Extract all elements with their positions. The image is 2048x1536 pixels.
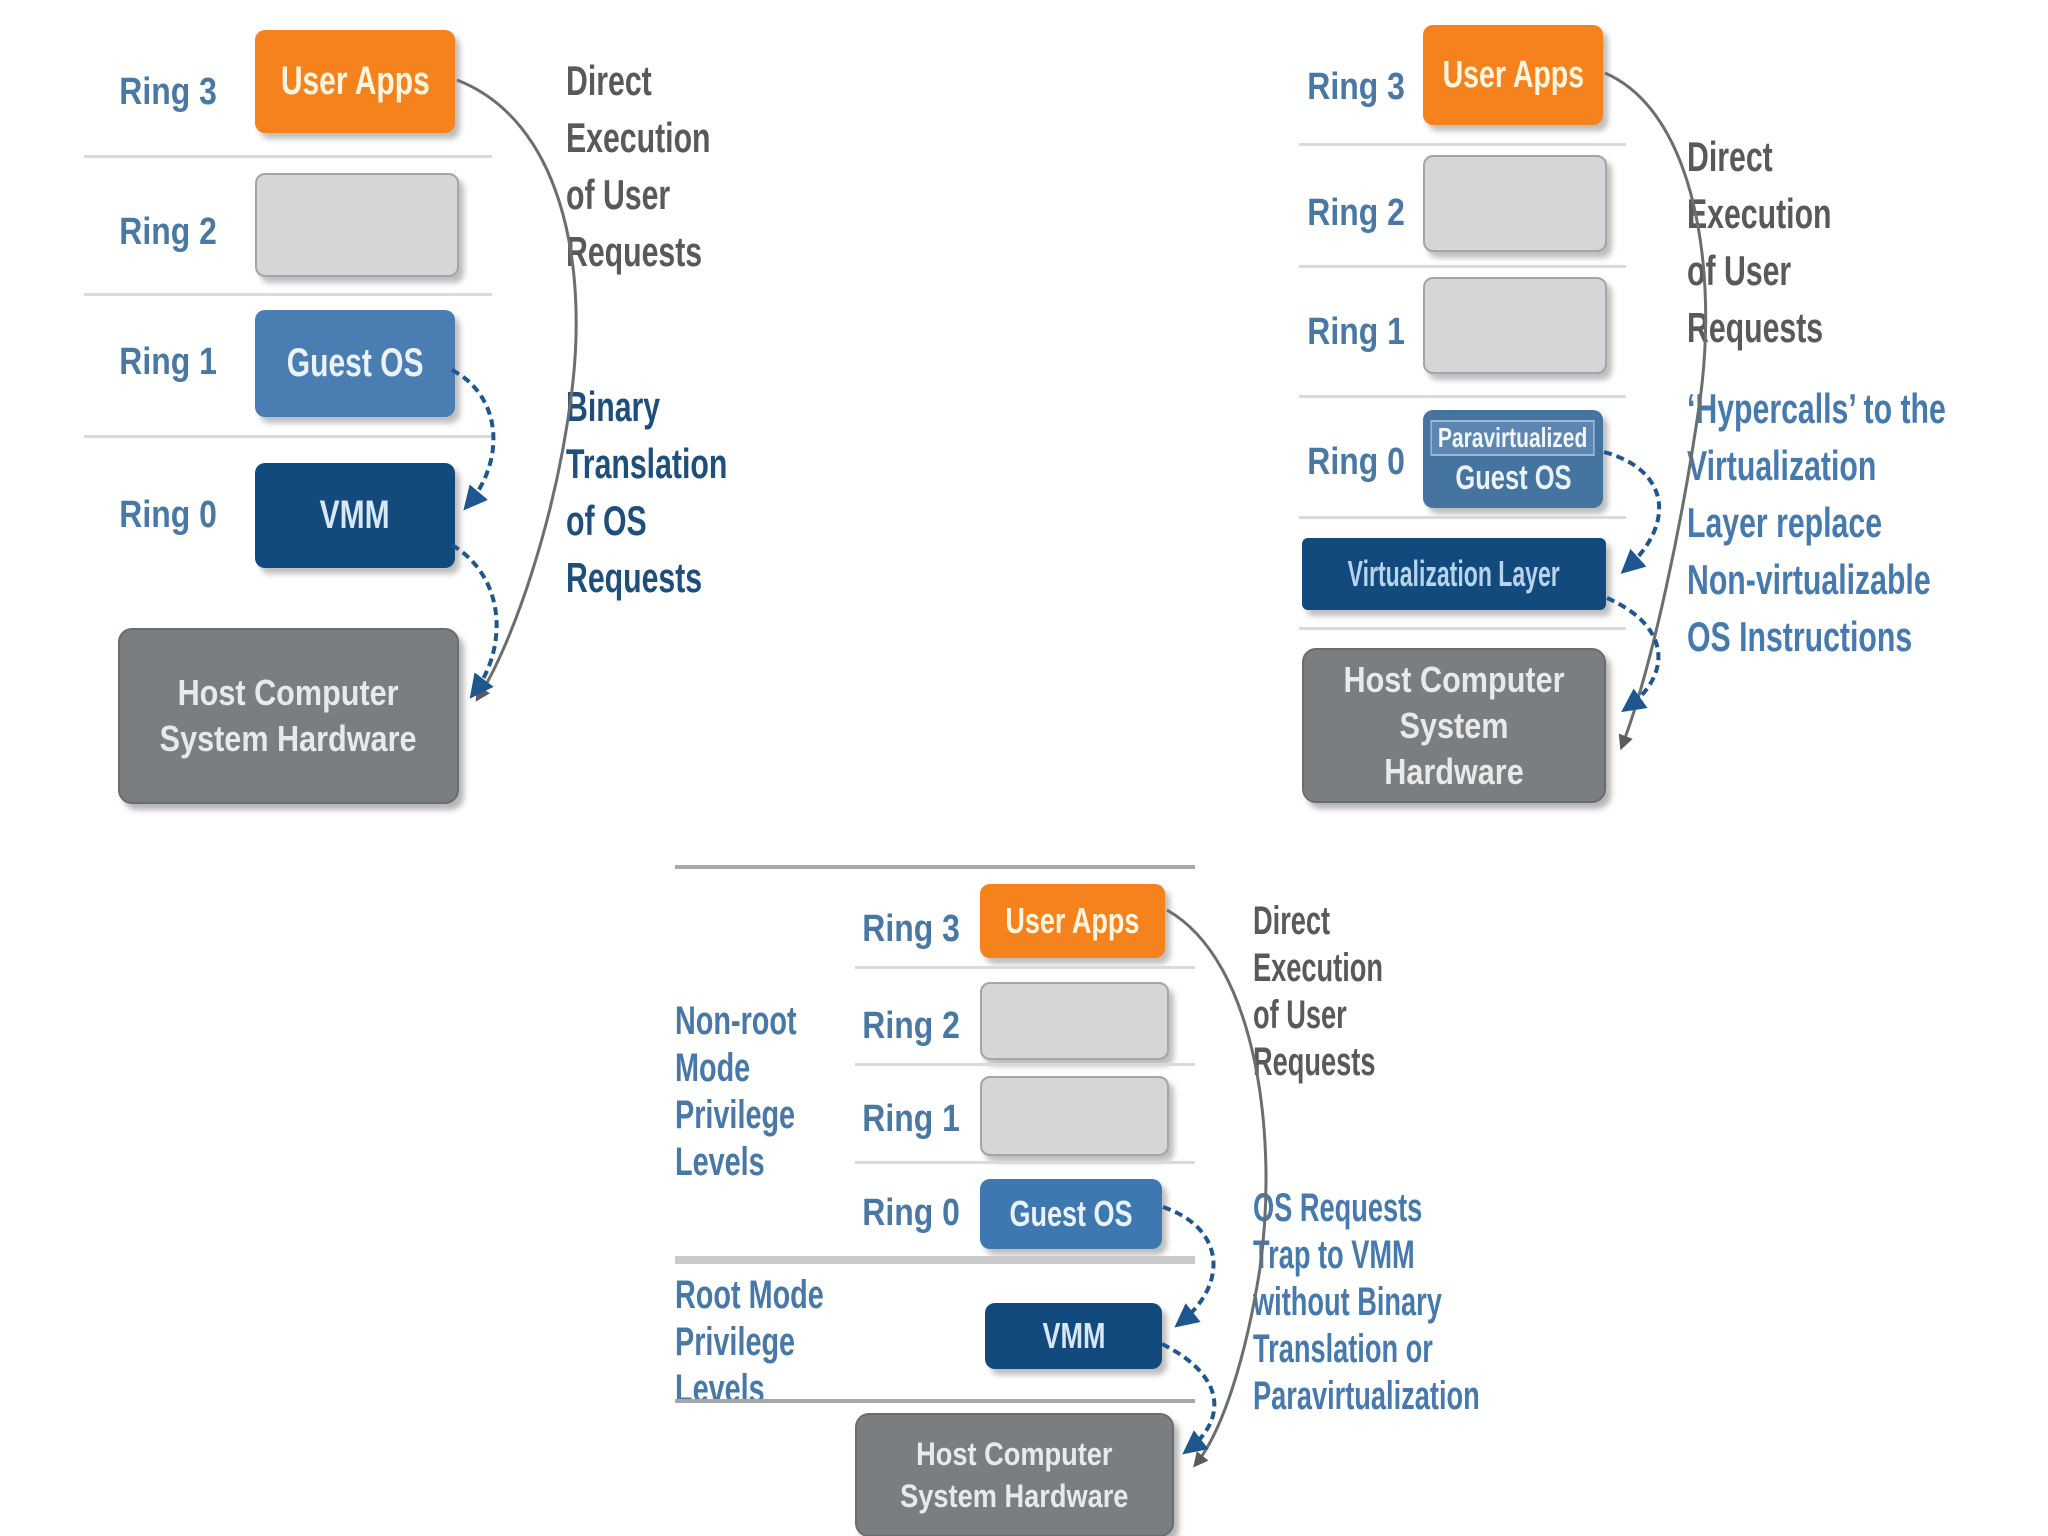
- d2-separator-4: [1299, 516, 1626, 519]
- d1-user-apps-box: User Apps: [255, 30, 455, 133]
- d2-note-direct-execution: Direct Execution of User Requests: [1687, 133, 1832, 351]
- d3-user-apps-box: User Apps: [980, 884, 1165, 958]
- d3-note-direct-execution: Direct Execution of User Requests: [1253, 899, 1383, 1084]
- d2-virtualization-layer-box: Virtualization Layer: [1302, 538, 1606, 610]
- d3-ring1-empty-box: [980, 1076, 1169, 1156]
- d3-bottom-boundary-line: [675, 1399, 1195, 1403]
- d3-root-mode-label: Root Mode Privilege Levels: [675, 1273, 824, 1411]
- d3-ring0-label: Ring 0: [851, 1188, 971, 1238]
- d3-guest-os-text: Guest OS: [1009, 1193, 1133, 1234]
- d1-note-direct-execution: Direct Execution of User Requests: [566, 57, 711, 275]
- d2-ring2-empty-box: [1423, 155, 1607, 252]
- d2-note-hypercalls: ‘Hypercalls’ to the Virtualization Layer…: [1687, 385, 1946, 660]
- d2-virtualization-layer-text: Virtualization Layer: [1347, 553, 1561, 594]
- d1-vmm-box: VMM: [255, 463, 455, 568]
- d1-ring3-label-text: Ring 3: [119, 71, 217, 113]
- d1-separator-1: [84, 155, 492, 158]
- d3-vmm-text: VMM: [1042, 1315, 1105, 1356]
- d1-ring2-label: Ring 2: [108, 207, 228, 257]
- d3-guest-os-box: Guest OS: [980, 1179, 1162, 1249]
- d1-host-hardware-text: Host Computer System Hardware: [160, 672, 417, 759]
- d3-separator-1: [855, 966, 1195, 969]
- d2-ring1-label-text: Ring 1: [1307, 311, 1405, 353]
- d3-guestos-to-vmm-arrow: [1162, 1205, 1216, 1328]
- d3-root-mode-boundary-line: [675, 1256, 1195, 1264]
- d2-ring2-label-text: Ring 2: [1307, 192, 1405, 234]
- d3-ring2-label-text: Ring 2: [862, 1005, 960, 1047]
- d2-user-apps-text: User Apps: [1442, 53, 1584, 96]
- d2-separator-1: [1299, 143, 1626, 146]
- d2-separator-5: [1299, 627, 1626, 630]
- d1-direct-execution-arrow: [456, 78, 578, 702]
- d1-vmm-text: VMM: [319, 493, 390, 537]
- d3-ring1-label-text: Ring 1: [862, 1098, 960, 1140]
- d3-host-hardware-box: Host Computer System Hardware: [855, 1413, 1174, 1536]
- d2-host-hardware-text: Host Computer System Hardware: [1343, 658, 1565, 792]
- d2-ring1-empty-box: [1423, 277, 1607, 374]
- d3-ring1-label: Ring 1: [851, 1094, 971, 1144]
- d1-ring2-empty-box: [255, 173, 459, 277]
- d3-ring2-label: Ring 2: [851, 1001, 971, 1051]
- d3-user-apps-text: User Apps: [1005, 900, 1140, 941]
- d2-host-hardware-box: Host Computer System Hardware: [1302, 648, 1606, 803]
- d1-ring1-label-text: Ring 1: [119, 341, 217, 383]
- d1-guest-os-text: Guest OS: [286, 341, 424, 385]
- d1-ring0-label-text: Ring 0: [119, 494, 217, 536]
- d2-paravirtualized-band-text: Paravirtualized: [1430, 420, 1596, 456]
- d2-user-apps-box: User Apps: [1423, 25, 1603, 125]
- d2-separator-3: [1299, 395, 1626, 398]
- d1-ring3-label: Ring 3: [108, 67, 228, 117]
- d2-ring1-label: Ring 1: [1296, 307, 1416, 357]
- d2-ring3-label-text: Ring 3: [1307, 66, 1405, 108]
- d3-separator-2: [855, 1063, 1195, 1066]
- d3-non-root-mode-label: Non-root Mode Privilege Levels: [675, 999, 797, 1184]
- d2-guest-os-text: Guest OS: [1454, 459, 1572, 497]
- d3-note-os-requests-trap: OS Requests Trap to VMM without Binary T…: [1253, 1186, 1480, 1418]
- d2-ring0-label: Ring 0: [1296, 437, 1416, 487]
- d3-host-hardware-text: Host Computer System Hardware: [900, 1436, 1129, 1514]
- d3-top-boundary-line: [675, 865, 1195, 869]
- d3-direct-execution-arrow: [1166, 908, 1268, 1468]
- d3-ring3-label: Ring 3: [851, 904, 971, 954]
- d2-ring0-label-text: Ring 0: [1307, 441, 1405, 483]
- d1-ring0-label: Ring 0: [108, 490, 228, 540]
- d2-guestos-to-virtualization-layer-arrow: [1603, 450, 1662, 574]
- d1-separator-3: [84, 435, 492, 438]
- d1-ring1-label: Ring 1: [108, 337, 228, 387]
- d3-separator-3: [855, 1161, 1195, 1164]
- d1-guest-os-box: Guest OS: [255, 310, 455, 417]
- d1-user-apps-text: User Apps: [280, 59, 430, 103]
- d2-paravirtualized-guest-os-box: Paravirtualized Guest OS: [1423, 410, 1603, 508]
- d3-ring2-empty-box: [980, 982, 1169, 1060]
- d1-note-binary-translation: Binary Translation of OS Requests: [566, 383, 728, 601]
- d3-ring0-label-text: Ring 0: [862, 1192, 960, 1234]
- d3-vmm-box: VMM: [985, 1303, 1162, 1369]
- d1-host-hardware-box: Host Computer System Hardware: [118, 628, 459, 804]
- d3-ring3-label-text: Ring 3: [862, 908, 960, 950]
- d2-ring2-label: Ring 2: [1296, 188, 1416, 238]
- d2-ring3-label: Ring 3: [1296, 62, 1416, 112]
- d1-ring2-label-text: Ring 2: [119, 211, 217, 253]
- d2-separator-2: [1299, 265, 1626, 268]
- d1-separator-2: [84, 293, 492, 296]
- d2-virtualization-layer-to-hardware-arrow: [1606, 596, 1661, 713]
